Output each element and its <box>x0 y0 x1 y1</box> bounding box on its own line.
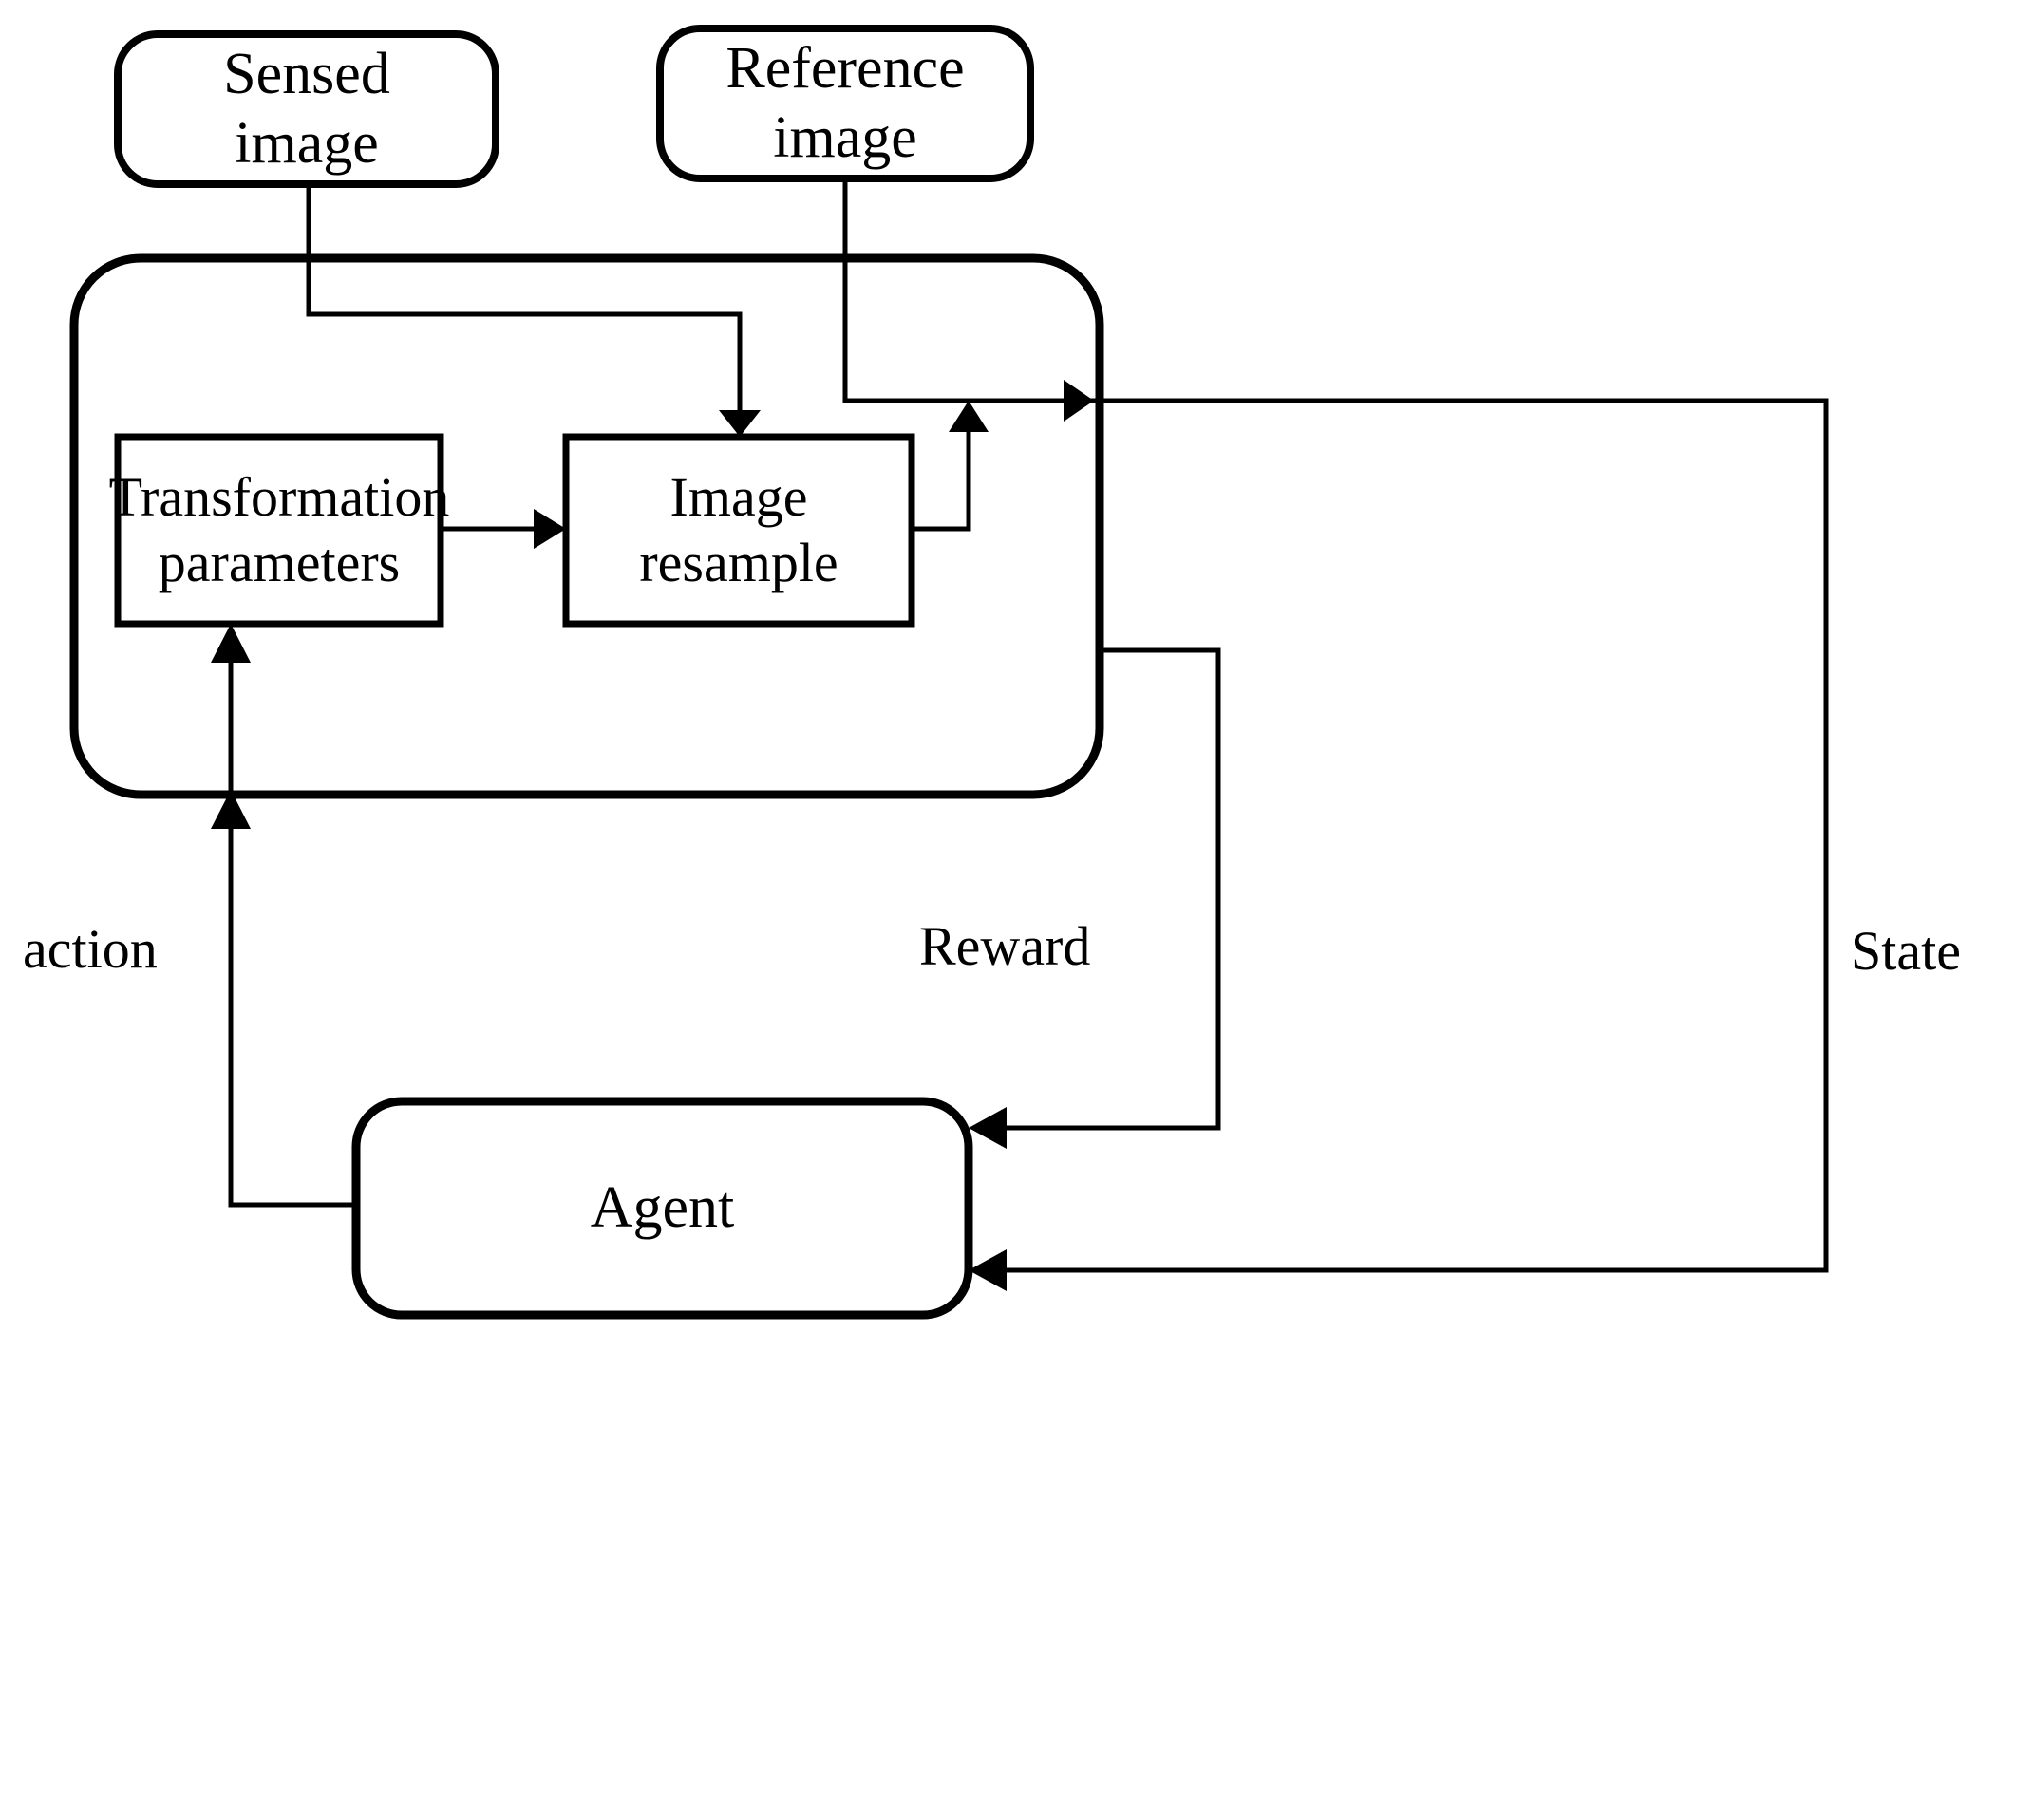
edge-resample-to-bus-arrowhead <box>949 401 989 432</box>
edge-reward-to-agent-arrowhead <box>969 1107 1007 1149</box>
action-label: action <box>23 918 158 980</box>
edge-reference-to-bus-arrowhead <box>1064 380 1094 422</box>
image-resample-box <box>562 433 915 628</box>
edge-reference-to-bus <box>842 178 1064 403</box>
edge-sensed-to-resample <box>306 184 743 410</box>
edge-sensed-to-resample-arrowhead <box>719 410 761 437</box>
edge-action-to-transform <box>228 663 356 1208</box>
edge-transform-to-resample-arrowhead <box>534 509 566 549</box>
environment-container <box>69 253 1104 799</box>
edge-resample-to-bus <box>912 432 971 532</box>
edge-reward-to-agent <box>1007 647 1221 1131</box>
edge-action-crossing-arrowhead <box>211 790 251 829</box>
edge-state-to-agent <box>1007 398 1829 1273</box>
reward-label: Reward <box>919 915 1091 977</box>
reference-image-box <box>656 25 1034 182</box>
agent-box <box>351 1097 973 1320</box>
transformation-parameters-box <box>114 433 444 628</box>
sensed-image-box <box>114 30 499 188</box>
edge-state-to-agent-arrowhead <box>969 1249 1007 1291</box>
state-label: State <box>1851 920 1961 982</box>
edge-action-to-transform-arrowhead <box>211 624 251 663</box>
